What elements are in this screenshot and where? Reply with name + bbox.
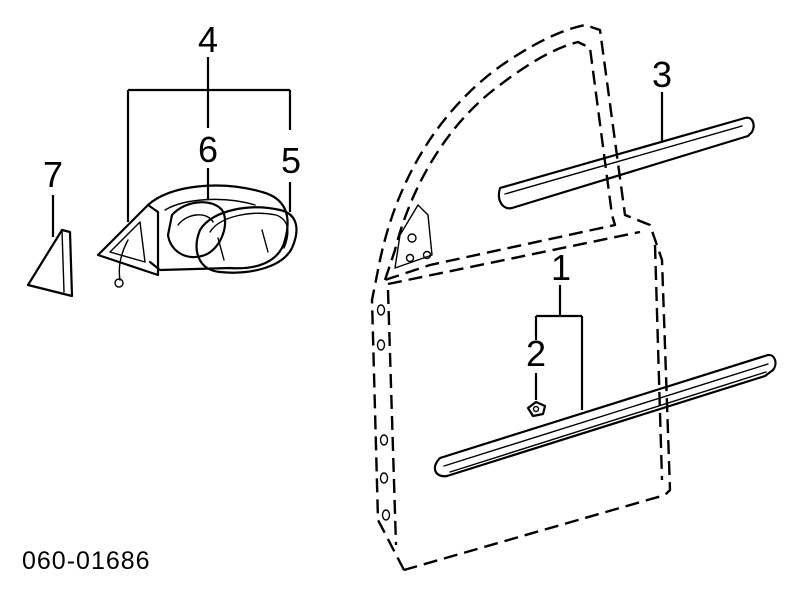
callout-labels: 4 6 5 7 3 1 2	[43, 19, 672, 374]
garnish-part-7	[26, 228, 74, 298]
callout-7: 7	[43, 154, 63, 195]
diagram-code: 060-01686	[22, 547, 151, 575]
callout-4: 4	[198, 19, 218, 60]
callout-6: 6	[198, 129, 218, 170]
leader-lines	[51, 57, 664, 410]
belt-molding-part-3	[497, 116, 755, 210]
door-outline	[370, 23, 672, 572]
callout-5: 5	[281, 140, 301, 181]
callout-2: 2	[526, 333, 546, 374]
clip-part-2	[526, 400, 547, 418]
callout-3: 3	[652, 54, 672, 95]
mirror-assembly	[96, 184, 298, 288]
callout-1: 1	[551, 247, 571, 288]
side-molding-part-1	[433, 353, 777, 478]
